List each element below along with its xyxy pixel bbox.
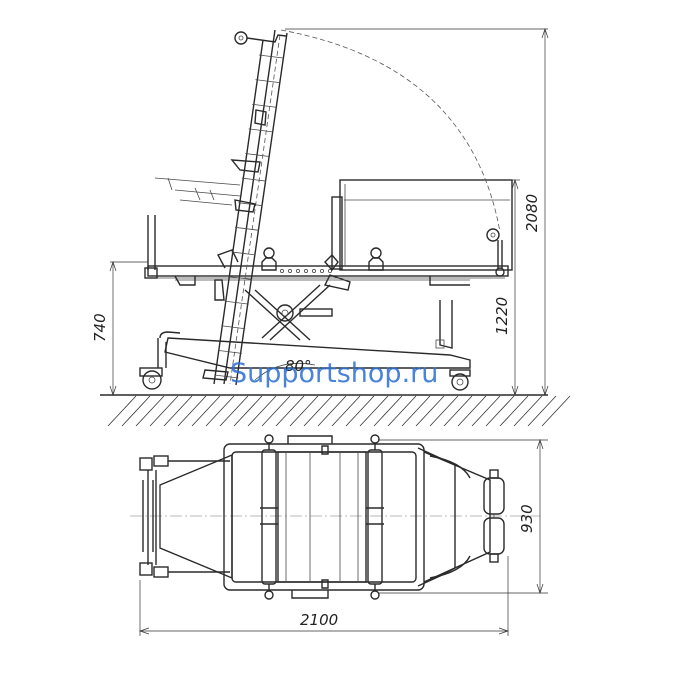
table-crossbar [255, 79, 280, 84]
hatch-line [317, 395, 347, 427]
hatch-line [107, 395, 137, 427]
hatch-line [373, 395, 403, 427]
tilted-table [154, 29, 288, 386]
table-crossbar [248, 128, 273, 133]
table-crossbar [217, 349, 242, 354]
table-crossbar [224, 300, 249, 305]
table-crossbar [221, 325, 246, 330]
hatch-line [471, 395, 501, 427]
table-crossbar [241, 177, 266, 182]
bed-hole [327, 268, 332, 273]
bed-hole [311, 268, 316, 273]
head-end [139, 455, 230, 578]
hatch-line [527, 395, 557, 427]
table-crossbar [238, 202, 263, 207]
foot-section [417, 447, 491, 587]
table-crossbar [245, 153, 270, 157]
bed-hole [295, 268, 300, 273]
dimension-2100: 2100 [300, 611, 338, 629]
top-dimensions [138, 438, 548, 636]
hatch-line [191, 395, 221, 427]
hatch-line [149, 395, 179, 427]
dimension-1220: 1220 [493, 297, 511, 335]
watermark: Supportshop.ru [230, 358, 438, 389]
hatch-line [135, 395, 165, 427]
bed-hole [319, 268, 324, 273]
hatch-line [121, 395, 151, 427]
top-view [130, 434, 540, 600]
floor-hatching [107, 395, 571, 427]
table-crossbars [214, 54, 283, 379]
hatch-line [541, 395, 571, 427]
angle-label: 80° [285, 357, 312, 375]
hatch-line [247, 395, 277, 427]
dimension-2080: 2080 [523, 194, 541, 232]
bed-adjustment-holes [279, 268, 332, 273]
hatch-line [443, 395, 473, 427]
hatch-line [513, 395, 543, 427]
side-view [139, 29, 513, 391]
hatch-line [233, 395, 263, 427]
hatch-line [345, 395, 375, 427]
hatch-line [485, 395, 515, 427]
head-section [159, 453, 233, 580]
bed-platform [144, 215, 509, 286]
hatch-line [275, 395, 305, 427]
hatch-line [387, 395, 417, 427]
table-crossbar [234, 226, 260, 231]
angle-arc [254, 362, 316, 381]
backrest [331, 179, 513, 271]
hatch-line [205, 395, 235, 427]
bed-hole [303, 268, 308, 273]
hatch-line [331, 395, 361, 427]
hatch-line [429, 395, 459, 427]
foot-rollers [483, 469, 505, 563]
hatch-line [289, 395, 319, 427]
table-crossbar [228, 276, 253, 280]
dimension-740: 740 [91, 313, 109, 342]
table-crossbar [231, 251, 256, 256]
hatch-line [303, 395, 333, 427]
hatch-line [457, 395, 487, 427]
hatch-line [163, 395, 193, 427]
table-crossbar [252, 103, 277, 108]
lift-mechanism [244, 274, 351, 341]
main-section [223, 434, 425, 600]
floor [100, 394, 571, 427]
rotation-arc [280, 29, 501, 233]
hatch-line [177, 395, 207, 427]
hatch-line [219, 395, 249, 427]
hatch-line [401, 395, 431, 427]
base-frame [139, 300, 471, 391]
hatch-line [415, 395, 445, 427]
hatch-line [499, 395, 529, 427]
dimension-930: 930 [518, 504, 536, 533]
hatch-line [359, 395, 389, 427]
bed-hole [279, 268, 284, 273]
hatch-line [261, 395, 291, 427]
bed-hole [287, 268, 292, 273]
side-dimensions [109, 27, 549, 397]
table-crossbar [258, 54, 283, 59]
